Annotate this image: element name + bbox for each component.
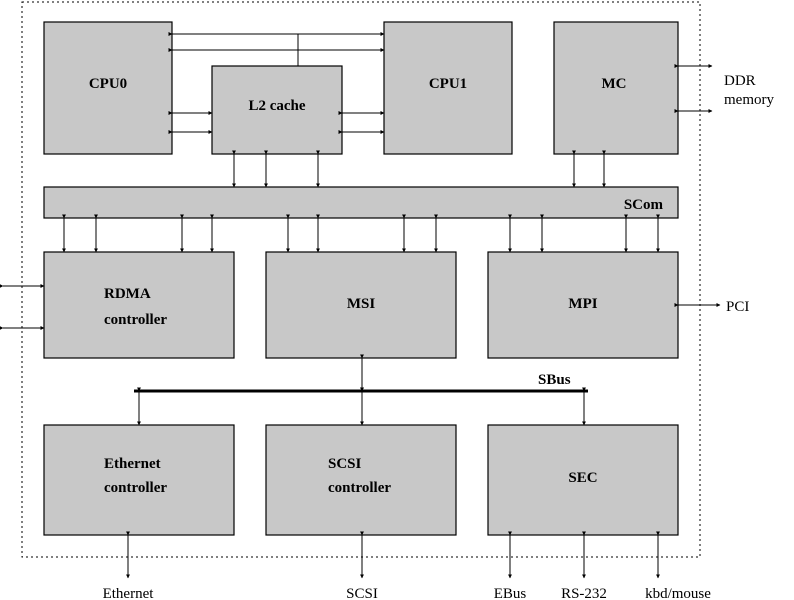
rdma-controller-block (43, 251, 235, 359)
mc-block (553, 21, 679, 155)
scsi-ext-label: SCSI (346, 586, 378, 600)
ddr-label-line2: memory (724, 92, 774, 108)
scom-bus (43, 186, 679, 219)
ethernet-controller-block (43, 424, 235, 536)
rs232-ext-label: RS-232 (561, 586, 607, 600)
mc-label: MC (602, 76, 627, 92)
ethernet-ext-label: Ethernet (103, 586, 155, 600)
ethernet-label-line1: Ethernet (104, 456, 161, 472)
scom-label: SCom (624, 197, 664, 213)
msi-label: MSI (347, 296, 376, 312)
rdma-label-line2: controller (104, 312, 167, 328)
sbus-label: SBus (538, 372, 571, 388)
mpi-block (487, 251, 679, 359)
scsi-label-line2: controller (328, 480, 391, 496)
ebus-ext-label: EBus (494, 586, 527, 600)
ddr-label-line1: DDR (724, 73, 756, 89)
mpi-label: MPI (568, 296, 597, 312)
ethernet-label-line2: controller (104, 480, 167, 496)
cpu1-label: CPU1 (429, 76, 467, 92)
scsi-label-line1: SCSI (328, 456, 362, 472)
cpu0-label: CPU0 (89, 76, 127, 92)
rdma-label-line1: RDMA (104, 286, 151, 302)
sec-block (487, 424, 679, 536)
l2-cache-block (211, 65, 343, 155)
msi-block (265, 251, 457, 359)
cpu0-block (43, 21, 173, 155)
sec-label: SEC (568, 470, 597, 486)
cpu1-block (383, 21, 513, 155)
pci-label: PCI (726, 299, 749, 315)
l2-cache-label: L2 cache (248, 98, 305, 114)
kbd-mouse-ext-label: kbd/mouse (645, 586, 711, 600)
scsi-controller-block (265, 424, 457, 536)
